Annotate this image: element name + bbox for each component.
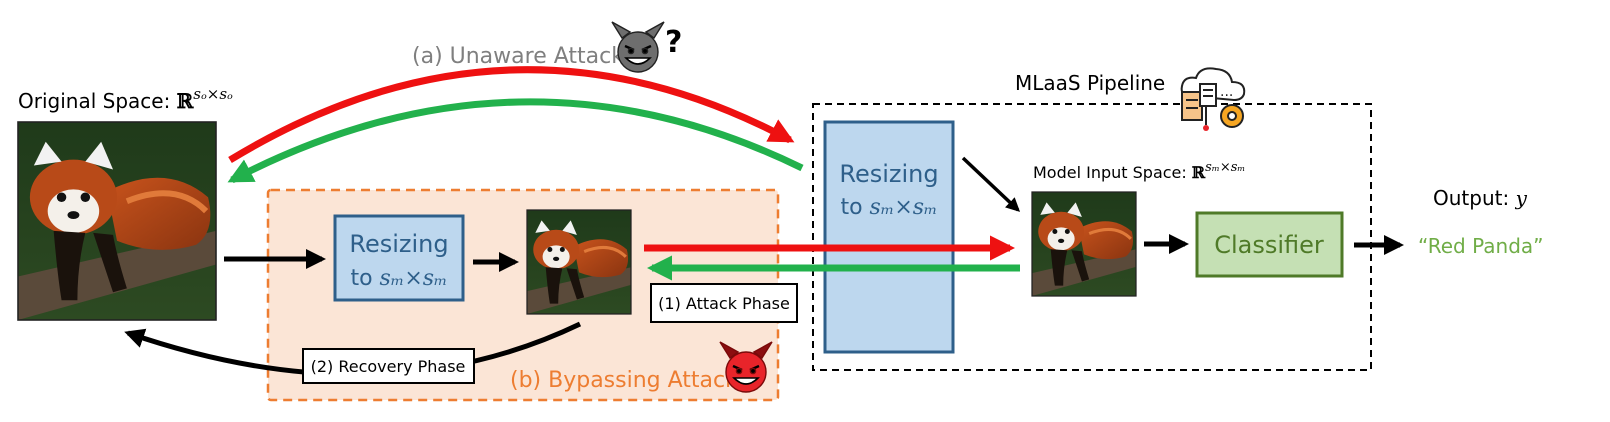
- resizing-left-label: Resizing: [349, 230, 448, 258]
- resizing-box-left: [333, 214, 465, 302]
- resizing-left-target: to sₘ×sₘ: [350, 266, 447, 291]
- svg-text:...: ...: [1220, 84, 1233, 100]
- model-input-image: [1030, 190, 1138, 298]
- unaware-attack-red-arc: [228, 66, 795, 163]
- resizing-right-label: Resizing: [839, 160, 938, 188]
- arrow-resize-to-model-input: [961, 156, 1021, 212]
- output-label: Output: y: [1433, 186, 1528, 210]
- mlaas-pipeline-region: [812, 103, 1372, 371]
- recovery-phase-label: (2) Recovery Phase: [311, 357, 466, 376]
- cloud-server-gear-icon: ...: [1180, 67, 1246, 131]
- output-value: “Red Panda”: [1418, 234, 1544, 258]
- bypassing-attack-label: (b) Bypassing Attack: [510, 368, 738, 393]
- model-input-space-label: Model Input Space: ℝsₘ×sₘ: [1033, 160, 1245, 182]
- resized-attack-image: [525, 208, 633, 316]
- original-image: [18, 122, 216, 320]
- attack-phase-label: (1) Attack Phase: [658, 294, 790, 313]
- unaware-attack-label: (a) Unaware Attack: [412, 44, 624, 69]
- question-mark: ?: [665, 25, 682, 60]
- unaware-attack-green-arc: [227, 98, 804, 184]
- resizing-box-right: [823, 120, 955, 354]
- classifier-label: Classifier: [1214, 231, 1324, 259]
- classifier-box: [1195, 211, 1344, 278]
- mlaas-pipeline-label: MLaaS Pipeline: [1015, 71, 1165, 95]
- attack-phase-box: [650, 283, 798, 323]
- resizing-right-target: to sₘ×sₘ: [840, 195, 937, 220]
- original-space-label: Original Space: ℝsₒ×sₒ: [18, 85, 233, 113]
- recovery-phase-box: [302, 348, 475, 384]
